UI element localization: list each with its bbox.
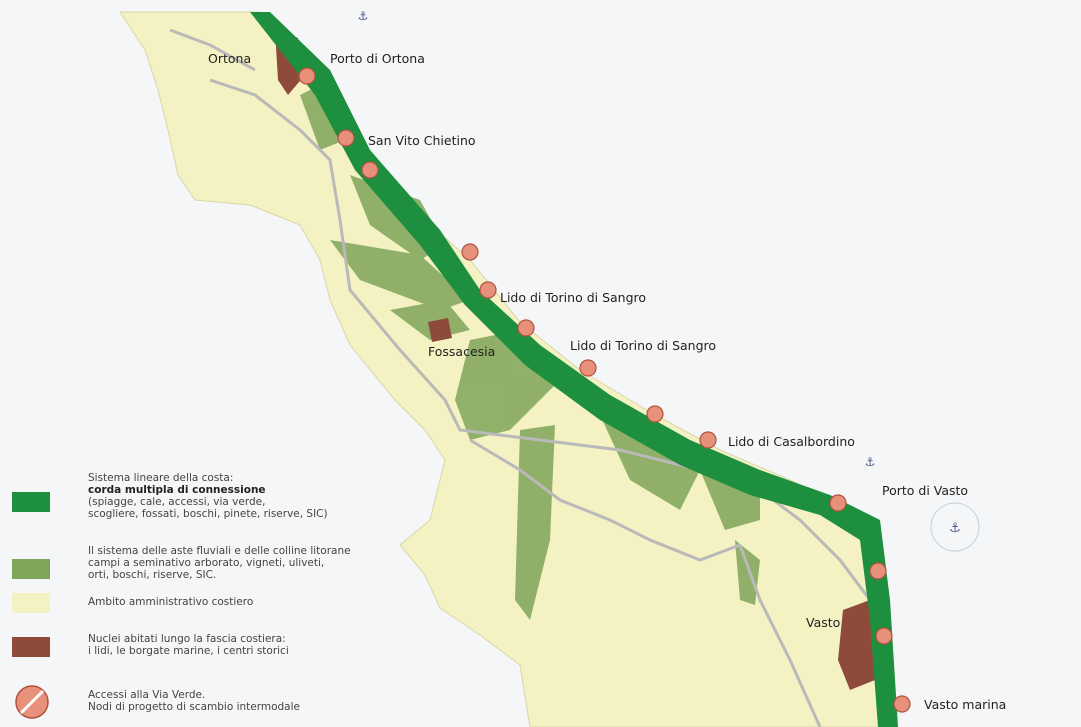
river-hills-zones xyxy=(300,80,760,620)
access-node-icon xyxy=(479,281,497,299)
access-node-icon xyxy=(699,431,717,449)
legend-text-hills: Il sistema delle aste fluviali e delle c… xyxy=(88,545,351,581)
svg-text:⚓: ⚓ xyxy=(949,521,961,536)
legend-swatch-settlements xyxy=(12,637,50,657)
access-node-icon xyxy=(875,627,893,645)
access-node-icon xyxy=(517,319,535,337)
access-node-icon xyxy=(869,562,887,580)
access-node-icon xyxy=(579,359,597,377)
place-label-lido-torino-2: Lido di Torino di Sangro xyxy=(570,338,716,353)
place-label-lido-torino-1: Lido di Torino di Sangro xyxy=(500,290,646,305)
legend-swatch-admin xyxy=(12,593,50,613)
legend-text-access: Accessi alla Via Verde. Nodi di progetto… xyxy=(88,689,300,713)
place-label-san-vito: San Vito Chietino xyxy=(368,133,476,148)
access-node-icon xyxy=(829,494,847,512)
svg-text:⚓: ⚓ xyxy=(865,455,876,469)
place-label-lido-casalbordino: Lido di Casalbordino xyxy=(728,434,855,449)
legend-text-settlements: Nuclei abitati lungo la fascia costiera:… xyxy=(88,633,289,657)
place-label-fossacesia: Fossacesia xyxy=(428,344,495,359)
access-node-icon xyxy=(893,695,911,713)
place-label-vasto-marina: Vasto marina xyxy=(924,697,1006,712)
compass-rose-icon: ⚓ xyxy=(930,502,980,552)
access-node-icon xyxy=(461,243,479,261)
place-label-porto-ortona: Porto di Ortona xyxy=(330,51,425,66)
legend-swatch-coastal xyxy=(12,492,50,512)
access-node-icon xyxy=(361,161,379,179)
anchor-icon: ⚓ xyxy=(358,9,369,23)
svg-text:⚓: ⚓ xyxy=(358,9,369,23)
coastal-corridor xyxy=(250,12,898,727)
access-nodes xyxy=(298,67,911,713)
legend-swatch-access-icon xyxy=(15,685,49,719)
place-label-vasto: Vasto xyxy=(806,615,840,630)
legend-swatch-hills xyxy=(12,559,50,579)
legend-text-admin: Ambito amministrativo costiero xyxy=(88,596,254,608)
road-network xyxy=(169,28,872,727)
access-node-icon xyxy=(298,67,316,85)
access-node-icon xyxy=(337,129,355,147)
legend-text-coastal: Sistema lineare della costa: corda multi… xyxy=(88,472,328,520)
access-node-icon xyxy=(646,405,664,423)
place-label-ortona: Ortona xyxy=(208,51,251,66)
place-label-porto-vasto: Porto di Vasto xyxy=(882,483,968,498)
anchor-icon: ⚓ xyxy=(865,455,876,469)
